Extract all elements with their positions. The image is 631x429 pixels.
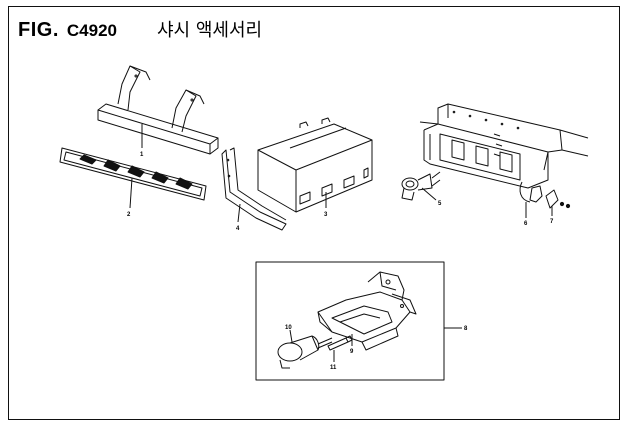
part-label-10: 10 [285,325,292,331]
part-label-6: 6 [524,221,528,227]
coupler-body-icon [317,271,417,351]
shackle-icon [519,181,543,203]
part-label-9: 9 [350,349,354,355]
clip-icon [545,189,571,209]
part-label-2: 2 [127,212,131,218]
assembly-detail-box [255,261,445,381]
part-label-3: 3 [324,212,328,218]
tow-hook-icon [401,171,441,201]
tool-box-icon [257,117,373,213]
brake-chamber-icon [277,335,333,369]
part-label-4: 4 [236,226,240,232]
fig-label: FIG. [18,19,59,41]
part-label-7: 7 [550,219,554,225]
part-label-1: 1 [140,152,144,158]
pin-icon [327,335,353,351]
part-label-11: 11 [330,365,337,371]
reflector-plate-icon [59,147,207,201]
figure-header: FIG. C4920 샤시 액세서리 [18,16,262,46]
fig-code: C4920 [66,21,117,40]
bumper-frame-icon [97,65,219,155]
figure-title: 샤시 액세서리 [157,20,263,41]
figure-frame [8,6,620,420]
part-label-8: 8 [464,326,468,332]
part-label-5: 5 [438,201,442,207]
bracket-icon [221,147,287,231]
rear-frame-icon [419,103,589,189]
